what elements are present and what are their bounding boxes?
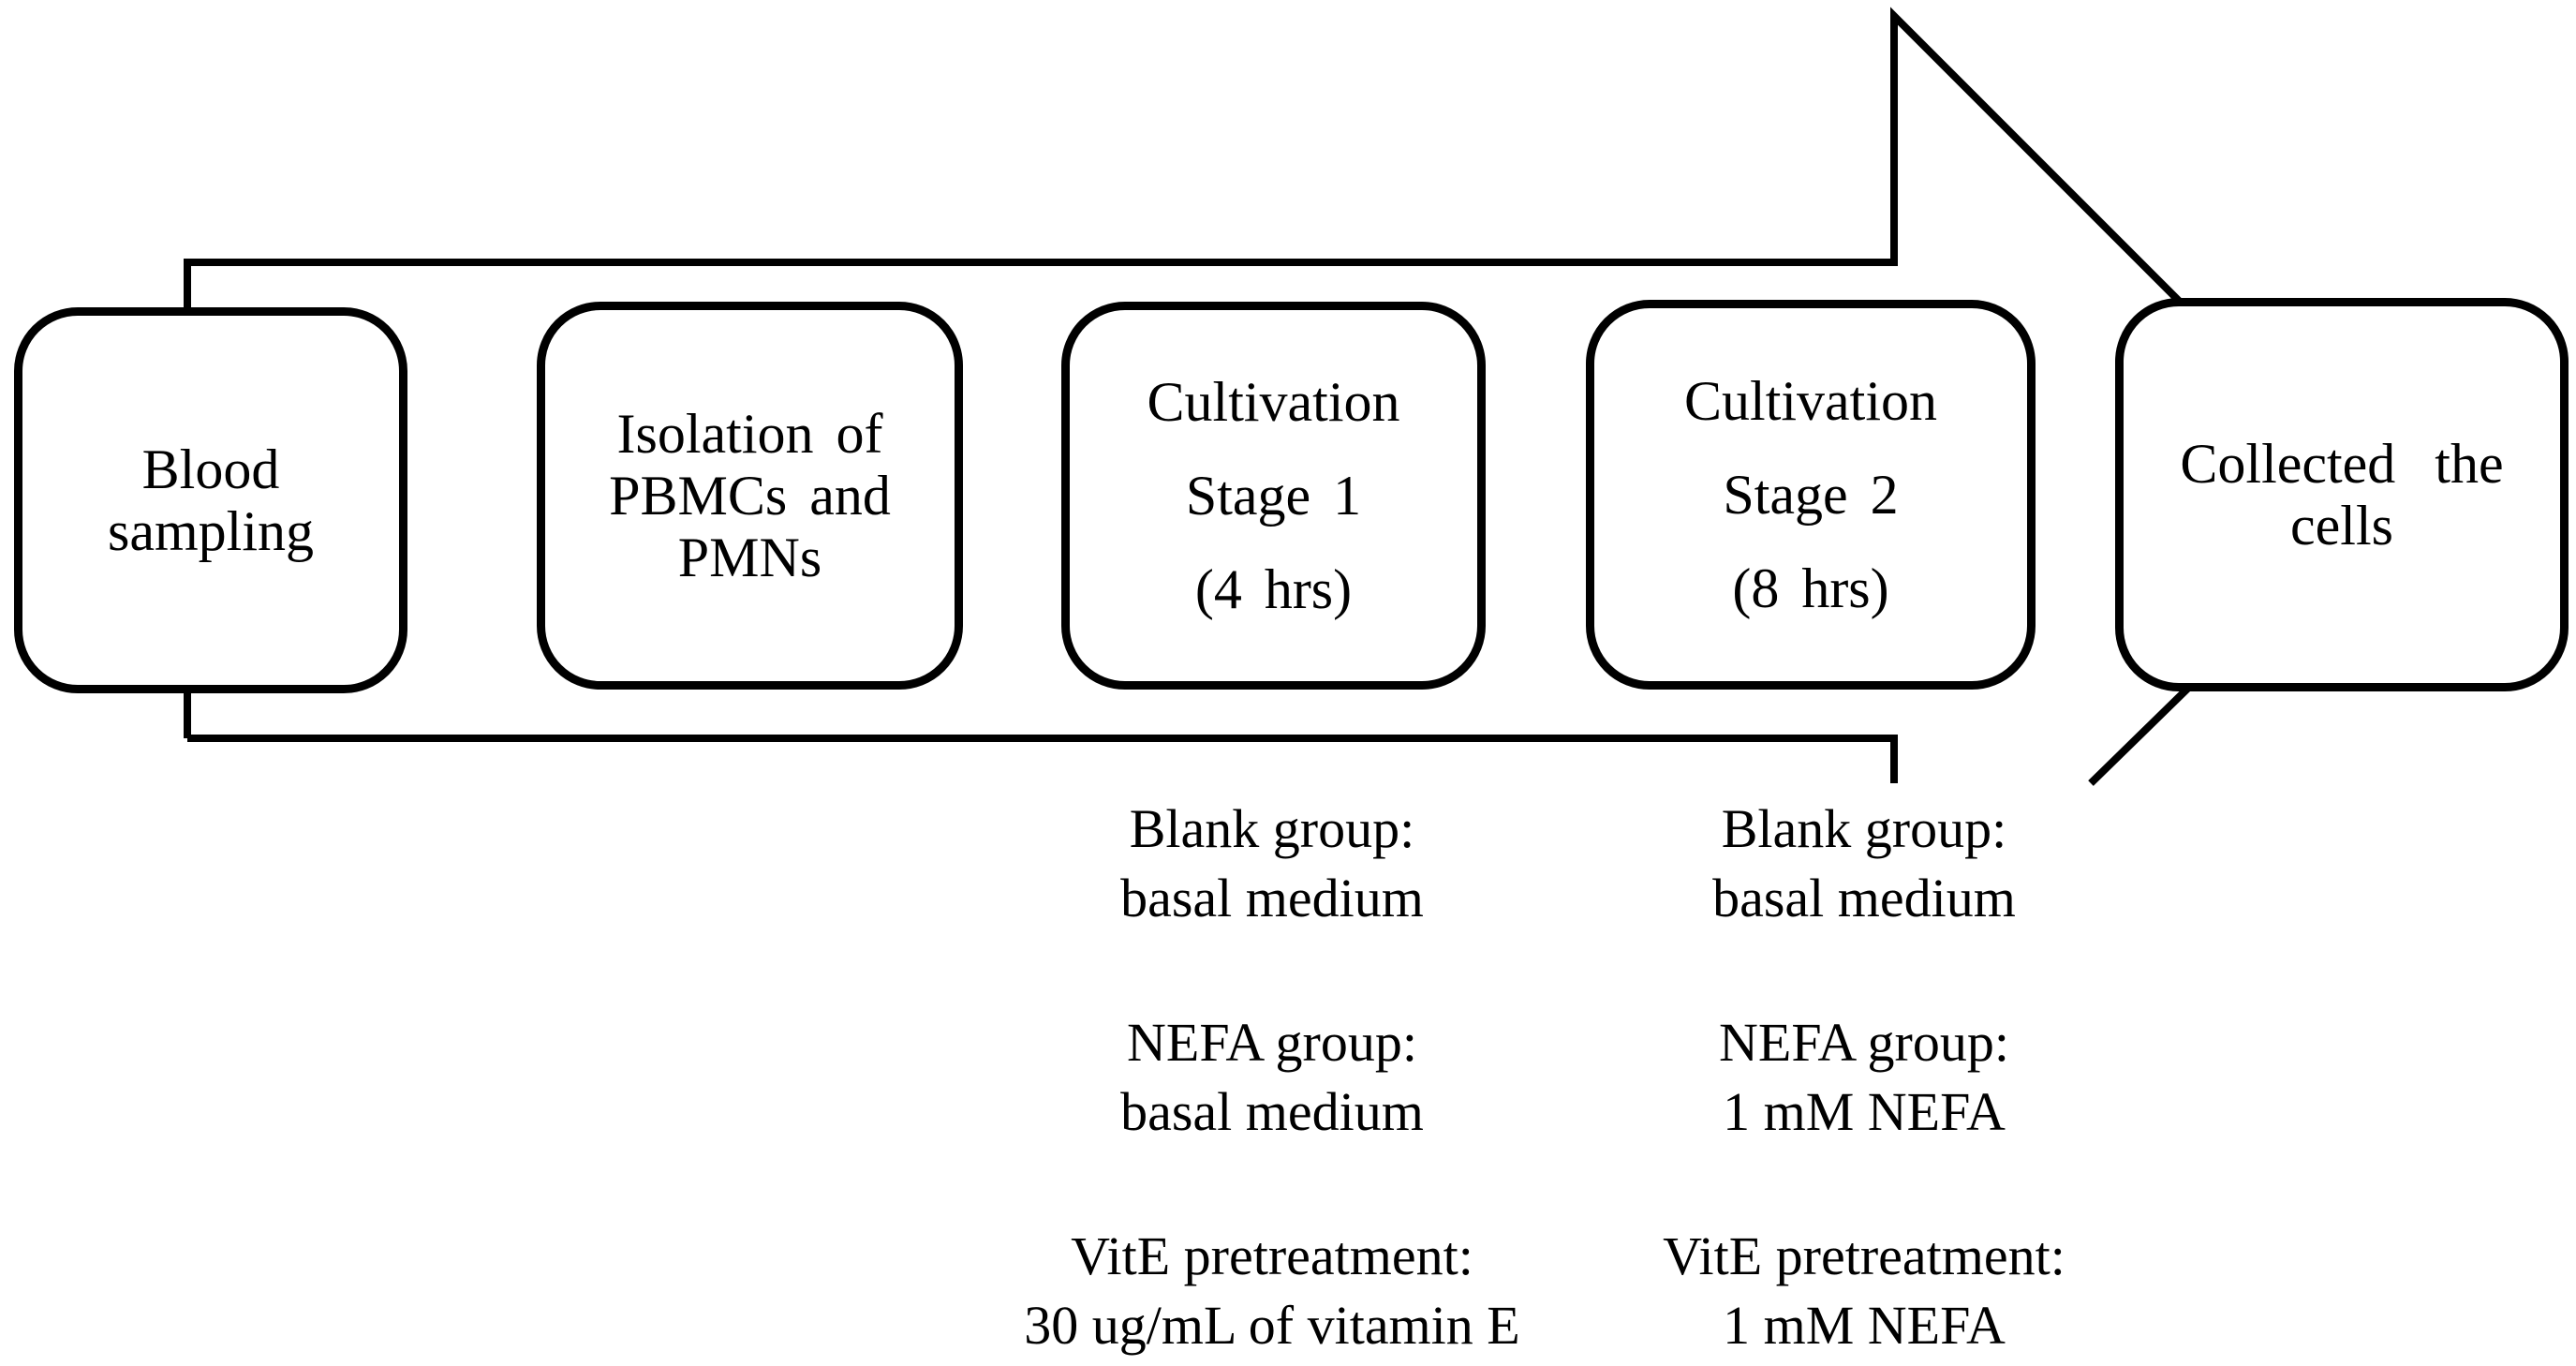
flow-box-label-line: Stage 1 <box>1185 465 1362 527</box>
flow-box-label-line: PBMCs and <box>609 465 891 527</box>
annotation-title: NEFA group: <box>1127 1012 1417 1073</box>
annotation-title: Blank group: <box>1129 798 1415 859</box>
annotation-group-nefa: NEFA group: basal medium <box>851 1008 1694 1147</box>
annotation-group-blank: Blank group: basal medium <box>851 794 1694 933</box>
stage1-annotations: Blank group: basal medium NEFA group: ba… <box>851 794 1694 1366</box>
annotation-detail: basal medium <box>1712 868 2016 928</box>
flow-box-label: Blood sampling <box>108 438 314 562</box>
stage2-annotations: Blank group: basal medium NEFA group: 1 … <box>1443 794 2286 1366</box>
annotation-title: VitE pretreatment: <box>1663 1225 2065 1286</box>
flow-box-blood-sampling: Blood sampling <box>14 307 407 693</box>
annotation-detail: 30 ug/mL of vitamin E <box>1024 1295 1520 1356</box>
flow-box-label-line: Cultivation <box>1684 370 1937 432</box>
annotation-title: Blank group: <box>1721 798 2007 859</box>
annotation-group-vite: VitE pretreatment: 30 ug/mL of vitamin E <box>851 1222 1694 1360</box>
flow-box-label-line: Cultivation <box>1147 371 1400 433</box>
flow-box-label-line: Blood <box>141 438 280 500</box>
flow-box-collected-cells: Collected the cells <box>2115 298 2569 691</box>
annotation-title: VitE pretreatment: <box>1071 1225 1473 1286</box>
flow-box-label: Cultivation Stage 2 (8 hrs) <box>1684 354 1937 635</box>
flow-box-label: Cultivation Stage 1 (4 hrs) <box>1147 355 1400 636</box>
flow-box-label-line: sampling <box>108 500 314 562</box>
annotation-detail: basal medium <box>1120 868 1424 928</box>
annotation-group-vite: VitE pretreatment: 1 mM NEFA <box>1443 1222 2286 1360</box>
flow-box-label: Collected the cells <box>2180 433 2503 557</box>
flow-box-cultivation-stage-2: Cultivation Stage 2 (8 hrs) <box>1586 300 2036 690</box>
annotation-detail: 1 mM NEFA <box>1723 1081 2006 1142</box>
flow-box-label: Isolation of PBMCs and PMNs <box>609 403 891 588</box>
flow-box-label-line: (4 hrs) <box>1194 558 1353 620</box>
arrow-bottom-outline <box>187 735 1898 783</box>
annotation-detail: 1 mM NEFA <box>1723 1295 2006 1356</box>
flow-box-label-line: Stage 2 <box>1723 464 1899 526</box>
annotation-group-blank: Blank group: basal medium <box>1443 794 2286 933</box>
annotation-detail: basal medium <box>1120 1081 1424 1142</box>
flow-box-label-line: (8 hrs) <box>1732 557 1889 619</box>
flow-box-label-line: cells <box>2290 495 2393 557</box>
flow-box-label-line: Collected the <box>2180 433 2504 495</box>
flow-box-label-line: PMNs <box>677 527 822 588</box>
annotation-group-nefa: NEFA group: 1 mM NEFA <box>1443 1008 2286 1147</box>
annotation-title: NEFA group: <box>1719 1012 2009 1073</box>
flow-box-cultivation-stage-1: Cultivation Stage 1 (4 hrs) <box>1061 302 1486 690</box>
flow-box-label-line: Isolation of <box>616 403 883 465</box>
flow-box-isolation: Isolation of PBMCs and PMNs <box>537 302 963 690</box>
